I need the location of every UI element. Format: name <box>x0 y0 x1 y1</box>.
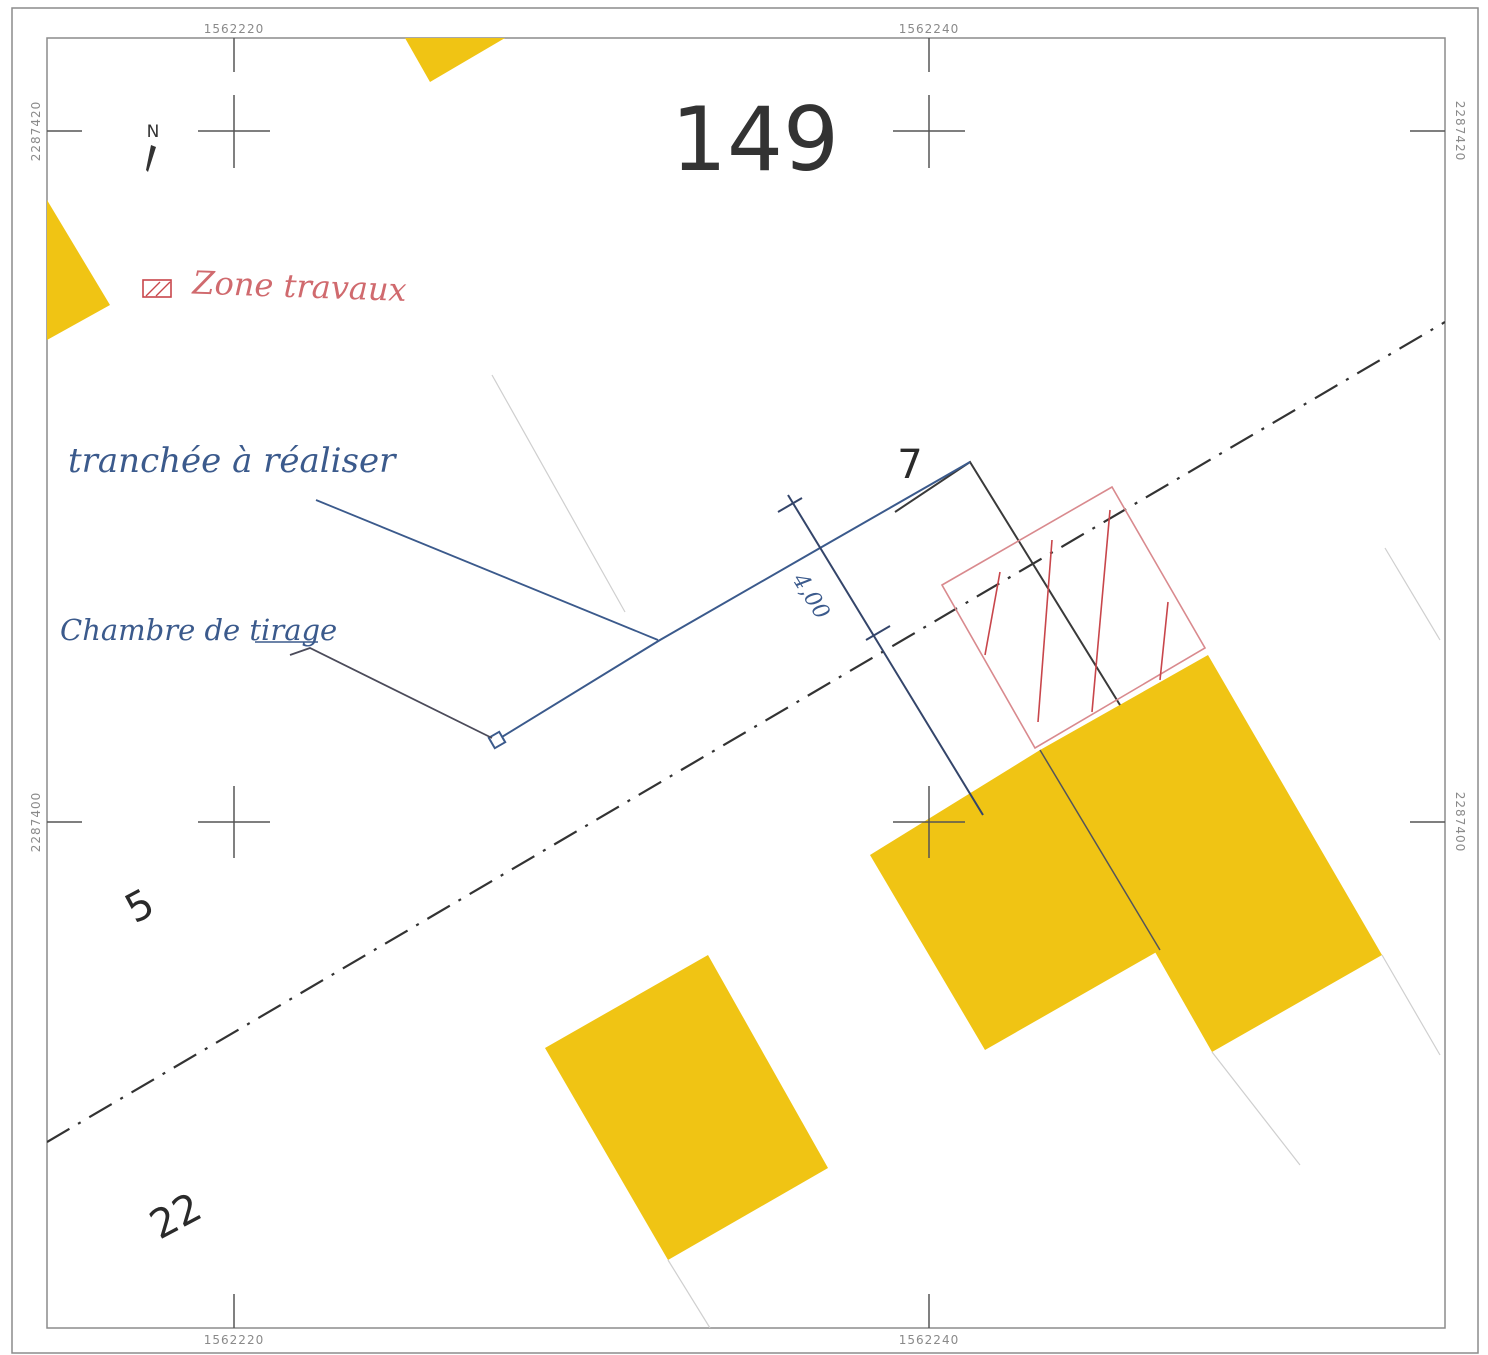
coord-right-bottom: 2287400 <box>1453 792 1467 852</box>
building-top <box>405 38 505 82</box>
outer-frame <box>11 7 1479 1354</box>
north-arrow-icon <box>146 145 156 172</box>
tranchee-leader-line <box>315 499 659 641</box>
coord-bottom-left: 1562220 <box>204 1333 264 1347</box>
grid-crosses <box>47 38 1445 1328</box>
parcel-7-outline <box>894 460 1121 706</box>
dimension-tick-top <box>777 497 803 513</box>
coord-top-left: 1562220 <box>204 22 264 36</box>
building-bottom <box>545 955 828 1260</box>
parcel-number-7: 7 <box>897 442 922 488</box>
legend-zone-travaux: Zone travaux <box>142 264 407 309</box>
coord-left-top: 2287420 <box>29 101 43 161</box>
building-separator-line <box>1039 749 1161 951</box>
north-label: N <box>147 122 160 142</box>
legend-zone-travaux-label: Zone travaux <box>191 264 407 309</box>
coord-bottom-right: 1562240 <box>899 1333 959 1347</box>
chambre-de-tirage-box <box>487 730 507 750</box>
dimension-label: 4,00 <box>786 568 834 624</box>
dimension-line <box>787 494 984 816</box>
work-zone <box>940 485 1207 750</box>
legend-hatch-icon <box>142 279 172 298</box>
parcel-number-22: 22 <box>143 1184 210 1249</box>
dimension-tick-bottom <box>865 625 891 641</box>
building-main-left <box>870 750 1160 1050</box>
tranchee-label: tranchée à réaliser <box>68 441 397 481</box>
coord-top-right: 1562240 <box>899 22 959 36</box>
section-number: 149 <box>671 88 839 191</box>
chambre-leader-line <box>289 647 493 739</box>
inner-frame <box>46 37 1446 1329</box>
parcel-number-5: 5 <box>118 880 162 933</box>
building-left-edge <box>47 200 110 340</box>
boundary-line <box>47 321 1445 1143</box>
trench-line <box>496 461 971 741</box>
coord-right-top: 2287420 <box>1453 101 1467 161</box>
building-main-right <box>1040 655 1382 1052</box>
coord-left-bottom: 2287400 <box>29 792 43 852</box>
